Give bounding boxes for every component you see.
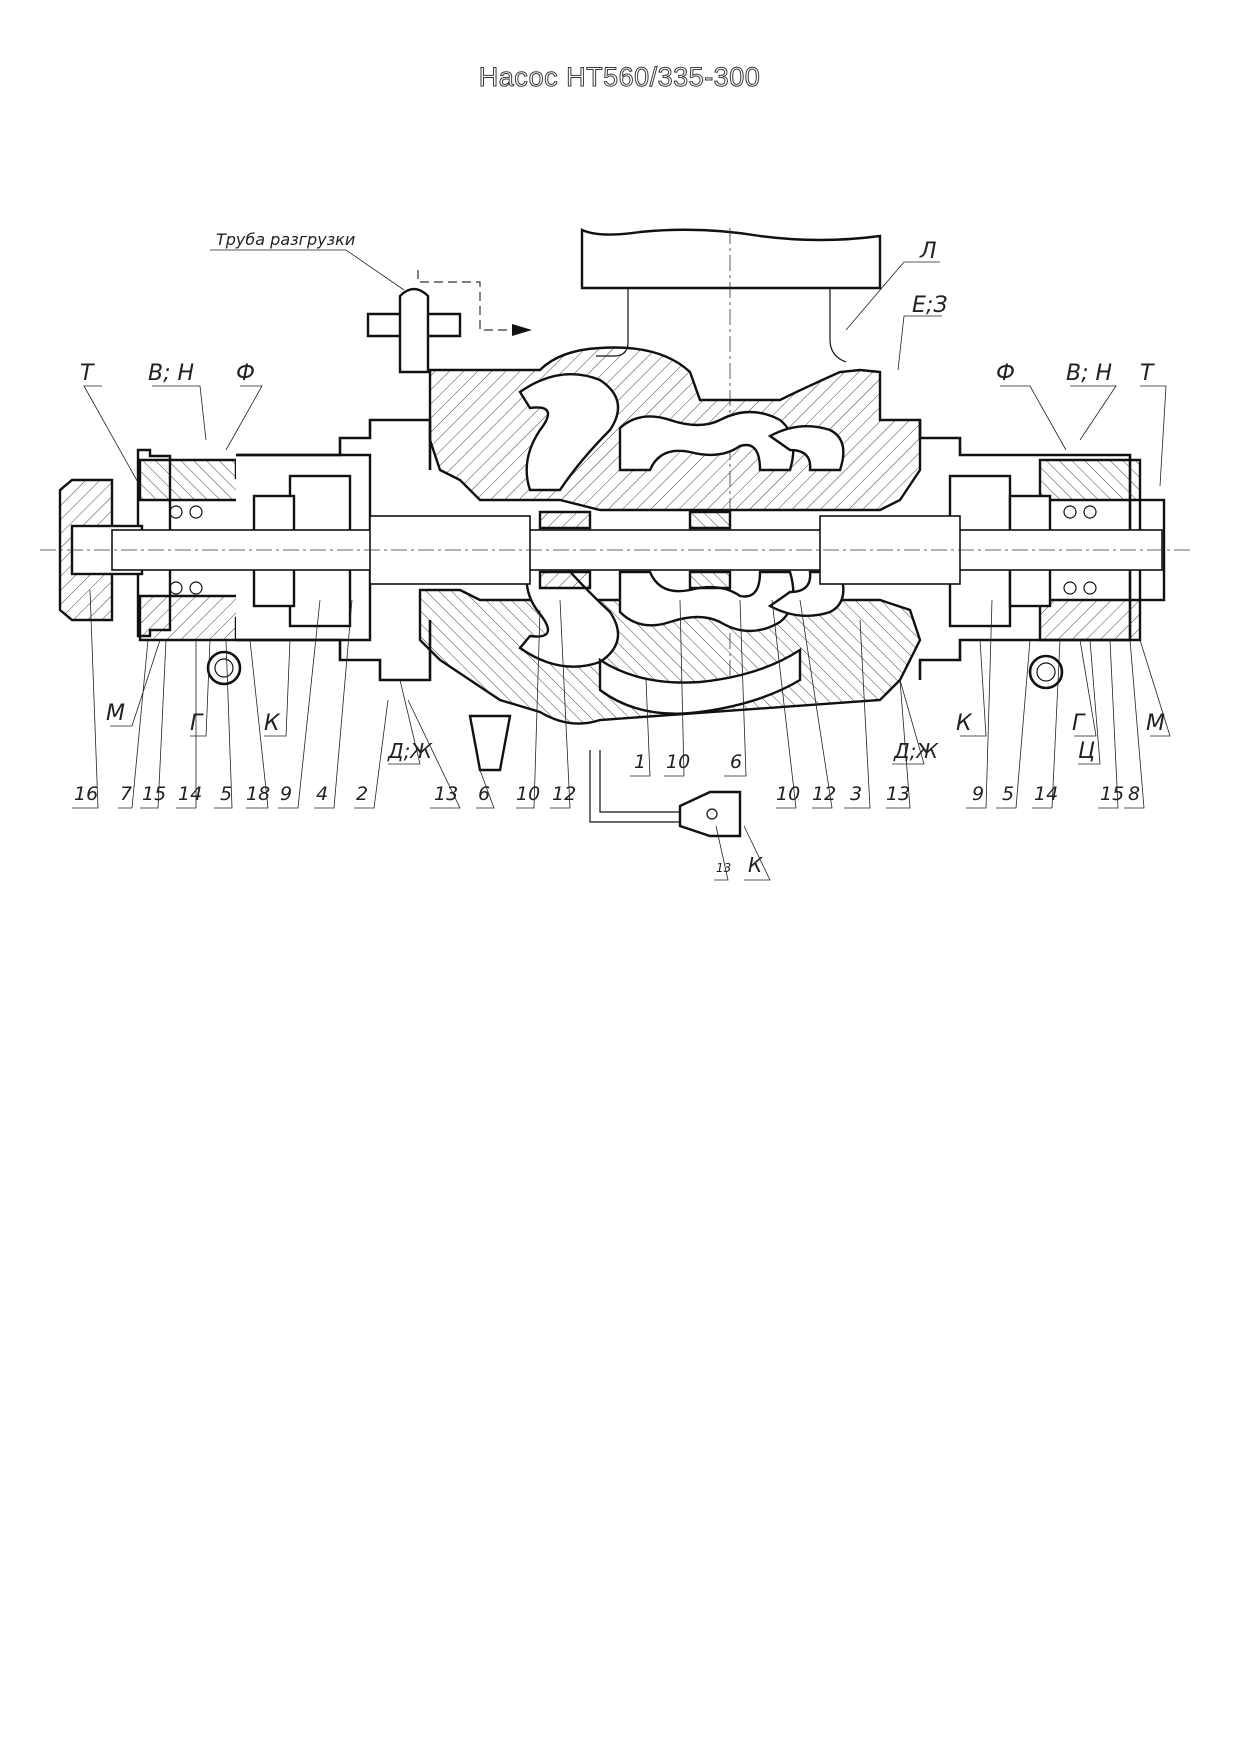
label-F-left: Ф — [236, 361, 255, 386]
position-number: 15 — [1100, 783, 1124, 805]
label-M-left: М — [106, 701, 125, 726]
pump-casing — [418, 346, 922, 725]
position-number: 4 — [316, 783, 328, 805]
position-number: 13 — [886, 783, 910, 805]
drain-pipe — [468, 714, 742, 838]
label-L: Л — [919, 239, 937, 264]
position-numbers: 16 7 15 14 5 18 9 4 2 13 6 10 12 1 10 6 … — [74, 751, 1140, 805]
label-E-Z: Е;З — [912, 293, 947, 318]
callout-leaders — [83, 249, 1171, 881]
label-drain-position: 13 — [716, 861, 731, 875]
position-number: 18 — [246, 783, 270, 805]
position-number: 16 — [74, 783, 98, 805]
unloading-pipe — [366, 270, 532, 374]
position-number: 10 — [776, 783, 800, 805]
position-number: 5 — [220, 783, 232, 805]
position-number: 3 — [850, 783, 862, 805]
position-number: 6 — [730, 751, 742, 773]
position-number: 14 — [1034, 783, 1058, 805]
position-number: 12 — [552, 783, 576, 805]
position-number: 10 — [516, 783, 540, 805]
position-number: 8 — [1128, 783, 1140, 805]
label-DZh-left: Д;Ж — [387, 739, 433, 763]
pump-shaft — [40, 510, 1190, 590]
position-number: 14 — [178, 783, 202, 805]
position-number: 12 — [812, 783, 836, 805]
position-number: 6 — [478, 783, 490, 805]
label-T-right: Т — [1140, 361, 1155, 386]
label-discharge-pipe: Труба разгрузки — [216, 230, 355, 249]
label-Ts-right: Ц — [1078, 739, 1095, 764]
position-number: 5 — [1002, 783, 1014, 805]
position-number: 9 — [280, 783, 292, 805]
position-number: 2 — [356, 783, 368, 805]
position-number: 13 — [434, 783, 458, 805]
position-number: 1 — [634, 751, 646, 773]
label-K-right: К — [956, 711, 973, 736]
label-G-left: Г — [190, 711, 204, 736]
label-VN-right: В; Н — [1066, 361, 1112, 386]
label-K-bottom: К — [748, 853, 763, 877]
position-number: 10 — [666, 751, 690, 773]
label-VN-left: В; Н — [148, 361, 194, 386]
drawing-title: Насос НТ560/335-300 — [478, 62, 761, 93]
label-F-right: Ф — [996, 361, 1015, 386]
label-K-left: К — [264, 711, 281, 736]
position-number: 7 — [120, 783, 132, 805]
label-M-right: М — [1146, 711, 1165, 736]
position-leaders — [72, 589, 1145, 809]
position-number: 15 — [142, 783, 166, 805]
label-G-right: Г — [1072, 711, 1086, 736]
label-DZh-right: Д;Ж — [893, 739, 939, 763]
position-number: 9 — [972, 783, 984, 805]
label-T-left: Т — [80, 361, 95, 386]
